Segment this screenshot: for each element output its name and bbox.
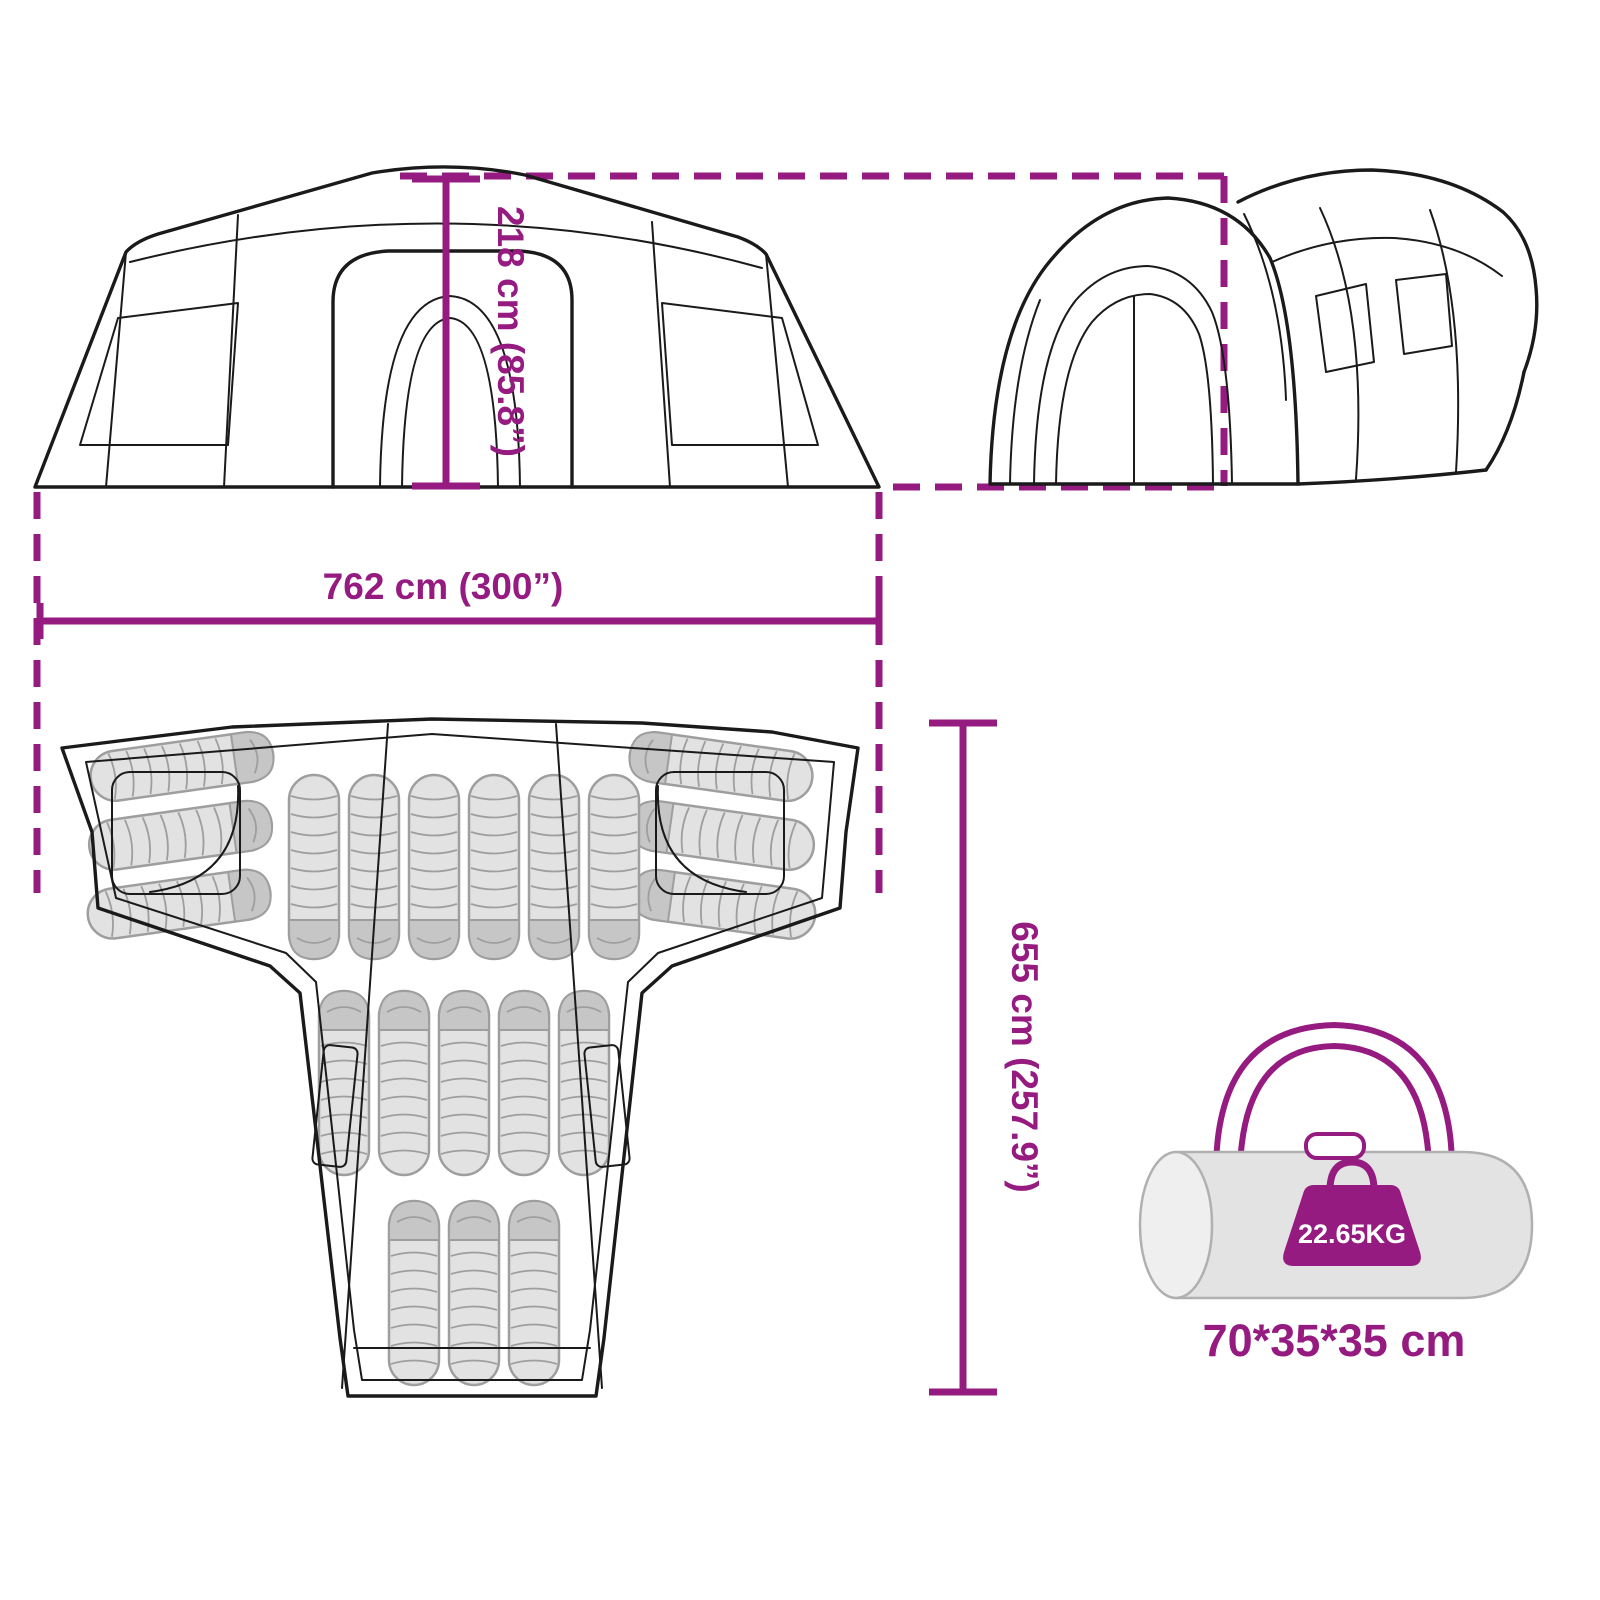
sleeping-bag	[447, 1199, 501, 1387]
bag-handle-outer	[1213, 1021, 1455, 1171]
sleeping-bag	[287, 773, 341, 961]
top-row-bags	[287, 773, 641, 961]
sleeping-bag	[497, 989, 551, 1177]
carry-bag: 22.65KG 70*35*35 cm	[1138, 1021, 1534, 1366]
sleeping-bag	[437, 989, 491, 1177]
sleeping-bag	[467, 773, 521, 961]
width-dimension-label: 762 cm (300”)	[323, 566, 564, 607]
tent-side-view	[33, 165, 881, 489]
sleeping-bags	[83, 727, 820, 1387]
weight-icon-handle	[1326, 1158, 1378, 1192]
sleeping-bag	[507, 1199, 561, 1387]
sleeping-bag	[387, 1199, 441, 1387]
bag-end-cap	[1138, 1150, 1214, 1300]
depth-dimension: 655 cm (257.9”)	[929, 719, 1045, 1396]
projection-dashed-lines	[33, 172, 1228, 893]
width-dimension: 762 cm (300”)	[36, 566, 883, 639]
bag-size-label: 70*35*35 cm	[1203, 1315, 1466, 1366]
sleeping-bag	[625, 727, 817, 806]
sleeping-bag	[587, 773, 641, 961]
sleeping-bag	[377, 989, 431, 1177]
sleeping-bag	[557, 989, 611, 1177]
depth-dimension-label: 655 cm (257.9”)	[1004, 921, 1045, 1193]
weight-icon	[1283, 1185, 1421, 1266]
tent-perspective-view	[988, 168, 1539, 486]
height-dimension: 218 cm (85.8”)	[412, 175, 531, 490]
floor-plan-lines	[60, 717, 860, 1398]
sleeping-bag	[84, 796, 277, 875]
right-wing-bags	[625, 727, 820, 944]
bag-handle-inner	[1237, 1042, 1432, 1173]
sleeping-bag	[407, 773, 461, 961]
tent-floor-plan	[60, 717, 860, 1398]
weight-label: 22.65KG	[1298, 1219, 1406, 1249]
bag-grip	[1304, 1132, 1366, 1160]
height-dimension-label: 218 cm (85.8”)	[490, 206, 531, 457]
sleeping-bag	[527, 773, 581, 961]
bottom-row-bags	[387, 1199, 561, 1387]
